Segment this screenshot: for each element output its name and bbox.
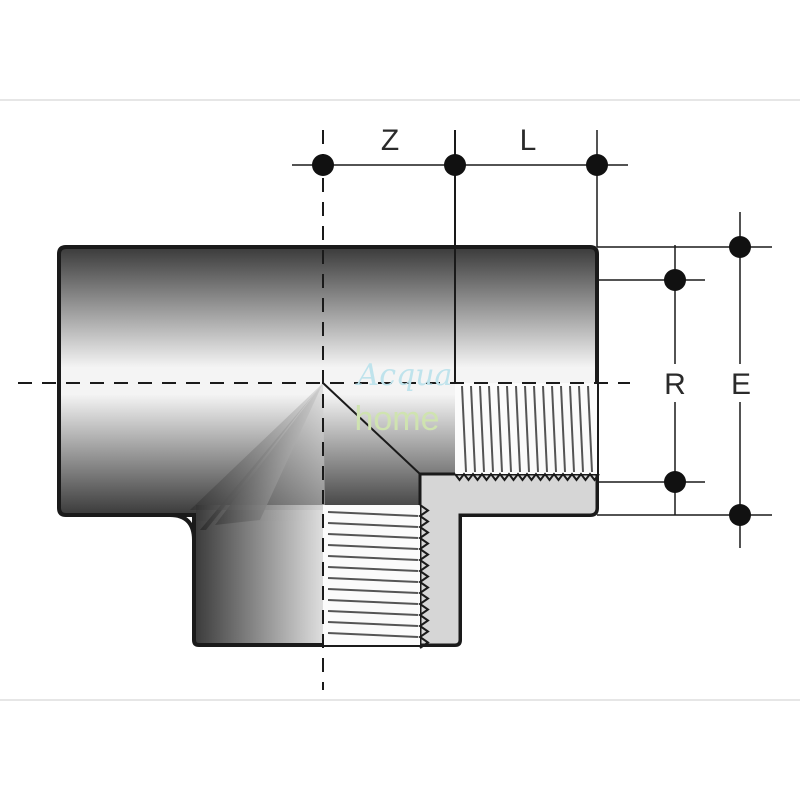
dim-l-end-dot [586, 154, 608, 176]
thread-run-outlet [454, 383, 600, 482]
dim-z-end-dot [444, 154, 466, 176]
dim-label-z: Z [381, 124, 399, 157]
watermark-line1: Acqua [355, 358, 453, 393]
dim-r-top-dot [664, 269, 686, 291]
internal-cone [190, 383, 325, 510]
dim-label-r: R [664, 368, 686, 401]
dim-z-start-dot [312, 154, 334, 176]
dim-label-l: L [520, 124, 537, 157]
dim-e-top-dot [729, 236, 751, 258]
cone-edge [322, 382, 421, 475]
dim-e-bottom-dot [729, 504, 751, 526]
watermark-line2: home [354, 400, 439, 438]
dim-r-bottom-dot [664, 471, 686, 493]
section-cut-area [418, 472, 599, 647]
thread-branch-outlet [323, 504, 430, 649]
branch-fillet-left [169, 513, 196, 541]
dim-label-e: E [731, 368, 751, 401]
